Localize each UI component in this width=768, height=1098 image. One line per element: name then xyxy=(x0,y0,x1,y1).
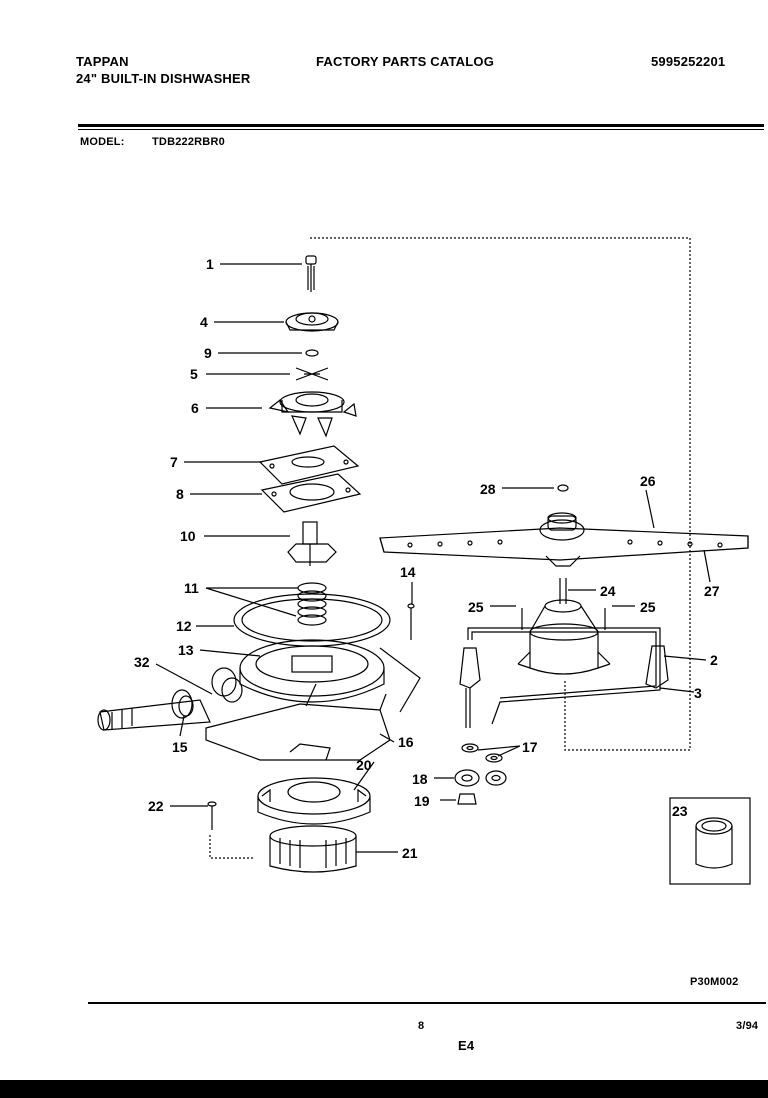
label-part-19: 19 xyxy=(414,793,430,809)
part-14-screw xyxy=(407,603,415,640)
part-3-frame xyxy=(459,627,669,728)
brand-name: TAPPAN xyxy=(76,54,129,69)
part-6-impeller xyxy=(268,391,357,438)
part-16-shroud xyxy=(205,683,391,761)
label-part-28: 28 xyxy=(480,481,496,497)
label-part-4: 4 xyxy=(200,314,208,330)
label-part-3: 3 xyxy=(694,685,702,701)
label-part-2: 2 xyxy=(710,652,718,668)
part-11-spring xyxy=(297,582,327,626)
part-25-screws xyxy=(521,608,606,630)
part-10-hub xyxy=(287,521,337,566)
label-part-15: 15 xyxy=(172,739,188,755)
part-21-motor xyxy=(269,825,357,873)
part-12-ring xyxy=(233,593,391,647)
bottom-border xyxy=(0,1080,768,1098)
part-28-cap xyxy=(557,484,569,492)
part-32-hose xyxy=(97,667,243,731)
part-4-cap xyxy=(285,312,339,332)
drawing-code: P30M002 xyxy=(690,976,739,988)
model-label: MODEL: xyxy=(80,136,125,148)
label-part-7: 7 xyxy=(170,454,178,470)
part-17-18-19-hardware xyxy=(454,743,507,805)
part-26-spray-arm xyxy=(379,512,749,567)
catalog-number: 5995252201 xyxy=(651,54,726,69)
label-part-14: 14 xyxy=(400,564,416,580)
label-part-6: 6 xyxy=(191,400,199,416)
label-part-22: 22 xyxy=(148,798,164,814)
label-part-8: 8 xyxy=(176,486,184,502)
label-part-10: 10 xyxy=(180,528,196,544)
model-value: TDB222RBR0 xyxy=(152,136,225,148)
label-part-23: 23 xyxy=(672,803,688,819)
label-part-1: 1 xyxy=(206,256,214,272)
catalog-title: FACTORY PARTS CATALOG xyxy=(316,54,495,69)
label-part-21: 21 xyxy=(402,845,418,861)
label-part-26: 26 xyxy=(640,473,656,489)
label-part-24: 24 xyxy=(600,583,616,599)
label-part-5: 5 xyxy=(190,366,198,382)
label-part-20: 20 xyxy=(356,757,372,773)
label-part-18: 18 xyxy=(412,771,428,787)
product-name: 24" BUILT-IN DISHWASHER xyxy=(76,71,251,86)
part-20-mount xyxy=(257,777,371,825)
header-rule-thin xyxy=(78,129,764,130)
label-part-17: 17 xyxy=(522,739,538,755)
label-part-11: 11 xyxy=(184,580,199,596)
section-code: E4 xyxy=(458,1038,475,1053)
part-5-clip xyxy=(295,367,329,381)
page-number: 8 xyxy=(418,1020,425,1032)
label-part-25b: 25 xyxy=(640,599,656,615)
label-part-12: 12 xyxy=(176,618,192,634)
part-1-bolt xyxy=(305,255,317,292)
part-7-plate xyxy=(258,445,360,485)
part-9-washer xyxy=(305,349,319,357)
part-13-housing xyxy=(239,639,421,713)
part-22-screw xyxy=(207,801,217,830)
footer-rule xyxy=(88,1002,766,1004)
header-rule xyxy=(78,124,764,127)
label-part-13: 13 xyxy=(178,642,194,658)
revision-date: 3/94 xyxy=(736,1020,759,1032)
label-part-32: 32 xyxy=(134,654,150,670)
part-23-box xyxy=(669,797,751,885)
label-part-25a: 25 xyxy=(468,599,484,615)
part-24-hub xyxy=(517,578,611,675)
label-part-27: 27 xyxy=(704,583,720,599)
label-part-9: 9 xyxy=(204,345,212,361)
label-part-16: 16 xyxy=(398,734,414,750)
part-8-gasket xyxy=(260,473,362,513)
